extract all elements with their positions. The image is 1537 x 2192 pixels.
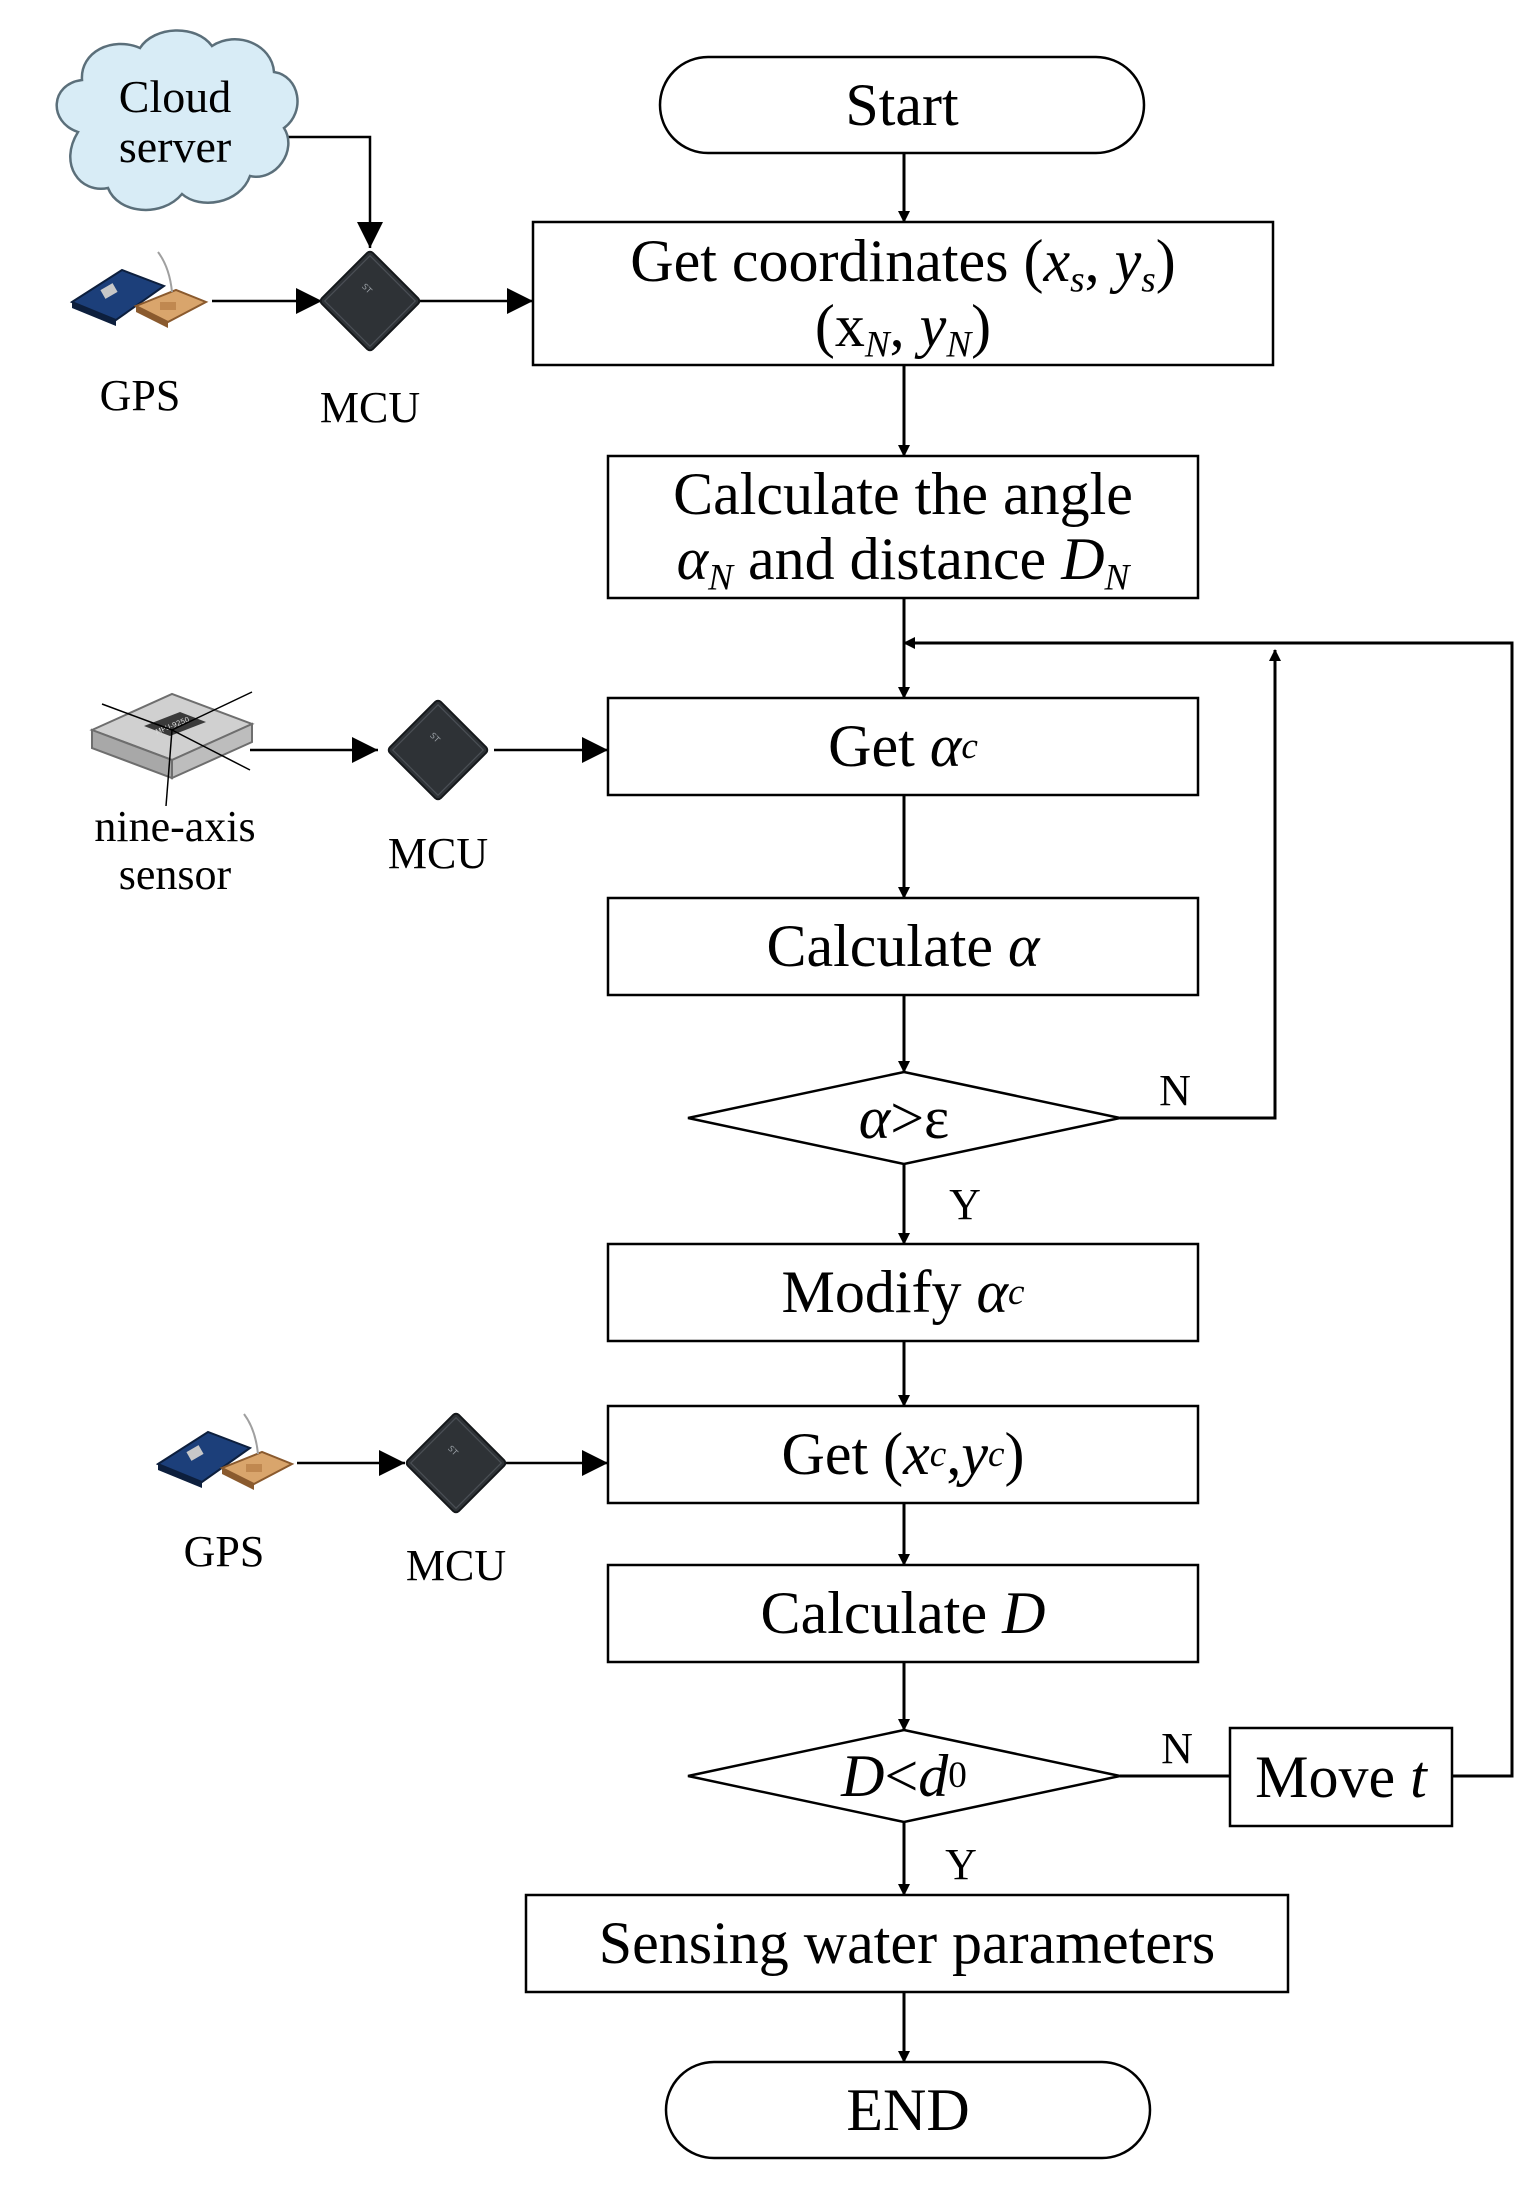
get-alpha-c-box [606, 696, 1200, 797]
branch-n-d: N [1161, 1724, 1193, 1774]
get-coordinates-line1: Get coordinates (xs, ys) [630, 227, 1176, 301]
mcu-chip-icon: ST [319, 250, 421, 352]
start-terminal [658, 55, 1146, 155]
start-label: Start [845, 71, 959, 138]
calculate-angle-line2: αN and distance DN [676, 526, 1130, 599]
end-label: END [846, 2076, 970, 2143]
get-coordinates-line2: (xN, yN) [814, 292, 992, 365]
mcu-top-label: MCU [319, 383, 421, 433]
gps-top-label: GPS [99, 371, 181, 421]
gps-module-icon [69, 251, 209, 328]
calculate-d-box [606, 1563, 1200, 1664]
calculate-d-label: Calculate D [760, 1580, 1046, 1647]
decision-alpha-label: α>ε [858, 1084, 950, 1151]
get-coordinates-label: Get coordinates (xs, ys) (xN, yN) [533, 222, 1273, 365]
nine-axis-sensor-icon: MPU-9250 [89, 691, 255, 807]
sensing-label: Sensing water parameters [598, 1910, 1216, 1977]
get-xc-yc-box [606, 1404, 1200, 1505]
mcu-mid-label: MCU [387, 829, 489, 879]
mcu-chip-icon: ST [405, 1412, 507, 1514]
arrow-alpha-no-loop [1120, 649, 1281, 1120]
calculate-angle-label: Calculate the angle αN and distance DN [608, 456, 1198, 598]
arrow-cloud-to-mcu [288, 135, 383, 248]
cloud-icon [55, 29, 299, 212]
cloud-server-label: Cloud server [118, 71, 232, 172]
mcu-chip-icon: ST [387, 699, 489, 801]
gps-module-icon [155, 1413, 295, 1490]
get-coordinates-box [531, 220, 1275, 367]
gps-bottom-label: GPS [183, 1527, 265, 1577]
modify-alpha-c-box [606, 1242, 1200, 1343]
calculate-angle-line1: Calculate the angle [673, 461, 1133, 528]
arrow-move-loop [903, 637, 1514, 1778]
mcu-bottom-label: MCU [405, 1541, 507, 1591]
calculate-alpha-label: Calculate α [766, 913, 1040, 980]
branch-y-alpha: Y [949, 1180, 981, 1230]
branch-n-alpha: N [1159, 1066, 1191, 1116]
branch-y-d: Y [945, 1840, 977, 1890]
move-t-label: Move t [1255, 1743, 1427, 1810]
nine-axis-sensor-label: nine-axis sensor [94, 802, 256, 899]
move-t-box [1228, 1726, 1454, 1828]
